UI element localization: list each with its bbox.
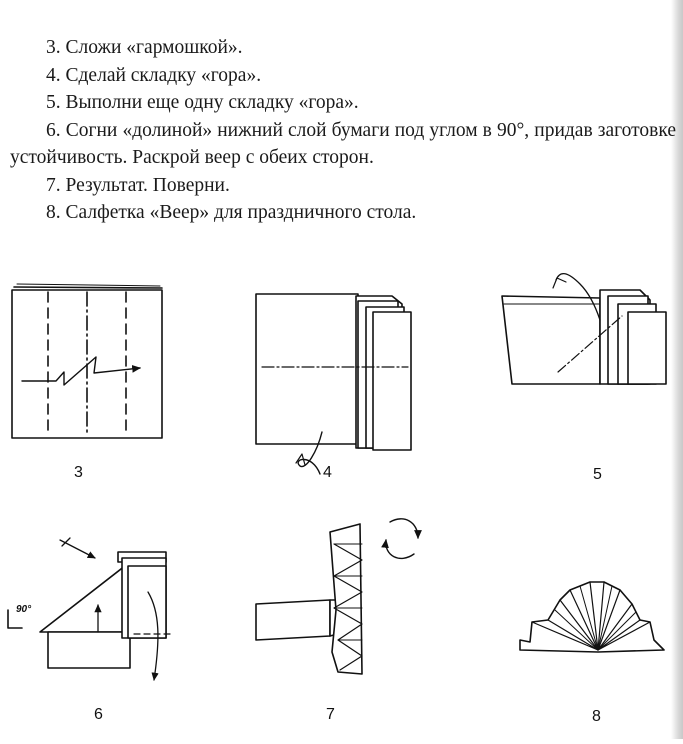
figure-6-drawing: [7, 537, 173, 681]
step-6: 6. Согни «долиной» нижний слой бумаги по…: [10, 119, 676, 169]
step-5: 5. Выполни еще одну складку «гора».: [46, 92, 359, 113]
step-3: 3. Сложи «гармошкой».: [46, 37, 243, 58]
step-8: 8. Салфетка «Веер» для праздничного стол…: [46, 202, 417, 223]
instructions-text: 3. Сложи «гармошкой». 4. Сделай складку …: [10, 34, 676, 227]
figure-7-drawing: [255, 518, 422, 675]
page-edge-shadow: [671, 0, 683, 739]
angle-90-label: 90°: [16, 604, 32, 615]
step-4: 4. Сделай складку «гора».: [46, 64, 262, 86]
figure-3-label: 3: [74, 464, 83, 481]
figure-5-drawing: [501, 273, 667, 385]
figure-8-label: 8: [592, 708, 601, 725]
figure-3-drawing: [11, 283, 163, 439]
figure-4-label: 4: [323, 464, 332, 481]
figure-4-drawing: [255, 293, 412, 475]
figure-5-label: 5: [593, 466, 602, 483]
figure-6-label: 6: [94, 706, 103, 723]
figure-8-drawing: [519, 581, 665, 653]
figure-7-label: 7: [326, 706, 335, 723]
folding-diagram: 3 4 5 6 7 8 90°: [0, 260, 683, 739]
step-7: 7. Результат. Поверни.: [46, 174, 230, 196]
